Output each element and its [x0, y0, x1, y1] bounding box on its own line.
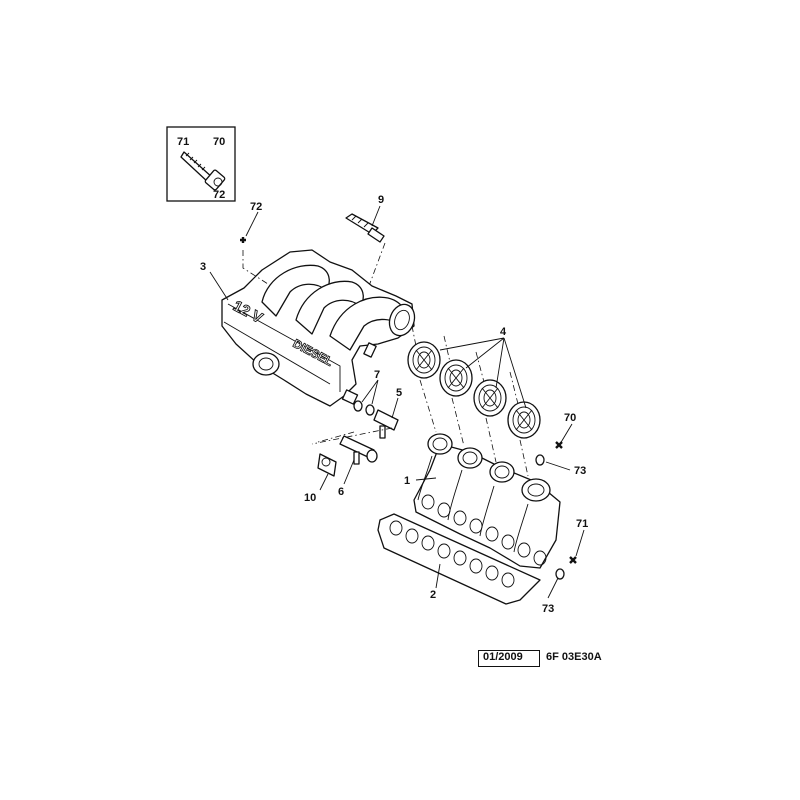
callout-3: 3 — [200, 261, 206, 273]
seal-4 — [507, 401, 541, 439]
callout-9: 9 — [378, 194, 384, 206]
part-73-washers — [535, 454, 565, 580]
part-7-washers — [353, 400, 375, 416]
callout-70: 70 — [564, 412, 576, 424]
seal-1 — [407, 341, 441, 379]
inset-label-72: 72 — [213, 189, 225, 201]
seal-2 — [439, 359, 473, 397]
marker-cross-71 — [569, 556, 577, 564]
inset-label-70: 70 — [213, 136, 225, 148]
part-5-connector — [311, 409, 399, 445]
bolt-icon — [180, 151, 226, 191]
callout-2: 2 — [430, 589, 436, 601]
callout-6: 6 — [338, 486, 344, 498]
bolt-inset: 71 70 72 — [166, 126, 236, 202]
inset-label-71: 71 — [177, 136, 189, 148]
callout-73-upper: 73 — [574, 465, 586, 477]
callout-72: 72 — [250, 201, 262, 213]
part-3-intake-plenum: 12 V DIESEL — [221, 249, 416, 407]
seal-3 — [473, 379, 507, 417]
callout-5: 5 — [396, 387, 402, 399]
callout-7: 7 — [374, 369, 380, 381]
part-1-manifold — [413, 433, 561, 569]
footer-date: 01/2009 — [483, 651, 523, 663]
callout-71: 71 — [576, 518, 588, 530]
footer-reference: 6F 03E30A — [546, 651, 602, 663]
callout-73-lower: 73 — [542, 603, 554, 615]
part-10-clip — [317, 453, 337, 477]
part-2-gasket — [377, 513, 541, 605]
leader-lines — [209, 205, 585, 599]
callout-10: 10 — [304, 492, 316, 504]
callout-labels: 3 9 72 4 7 5 70 73 1 10 6 71 2 73 — [200, 194, 588, 615]
callout-4: 4 — [500, 326, 507, 338]
footer-date-box — [478, 650, 540, 667]
part-6-fitting — [317, 431, 378, 465]
marker-cross-72 — [240, 237, 269, 285]
part-4-seals — [407, 325, 541, 477]
callout-1: 1 — [404, 475, 410, 487]
